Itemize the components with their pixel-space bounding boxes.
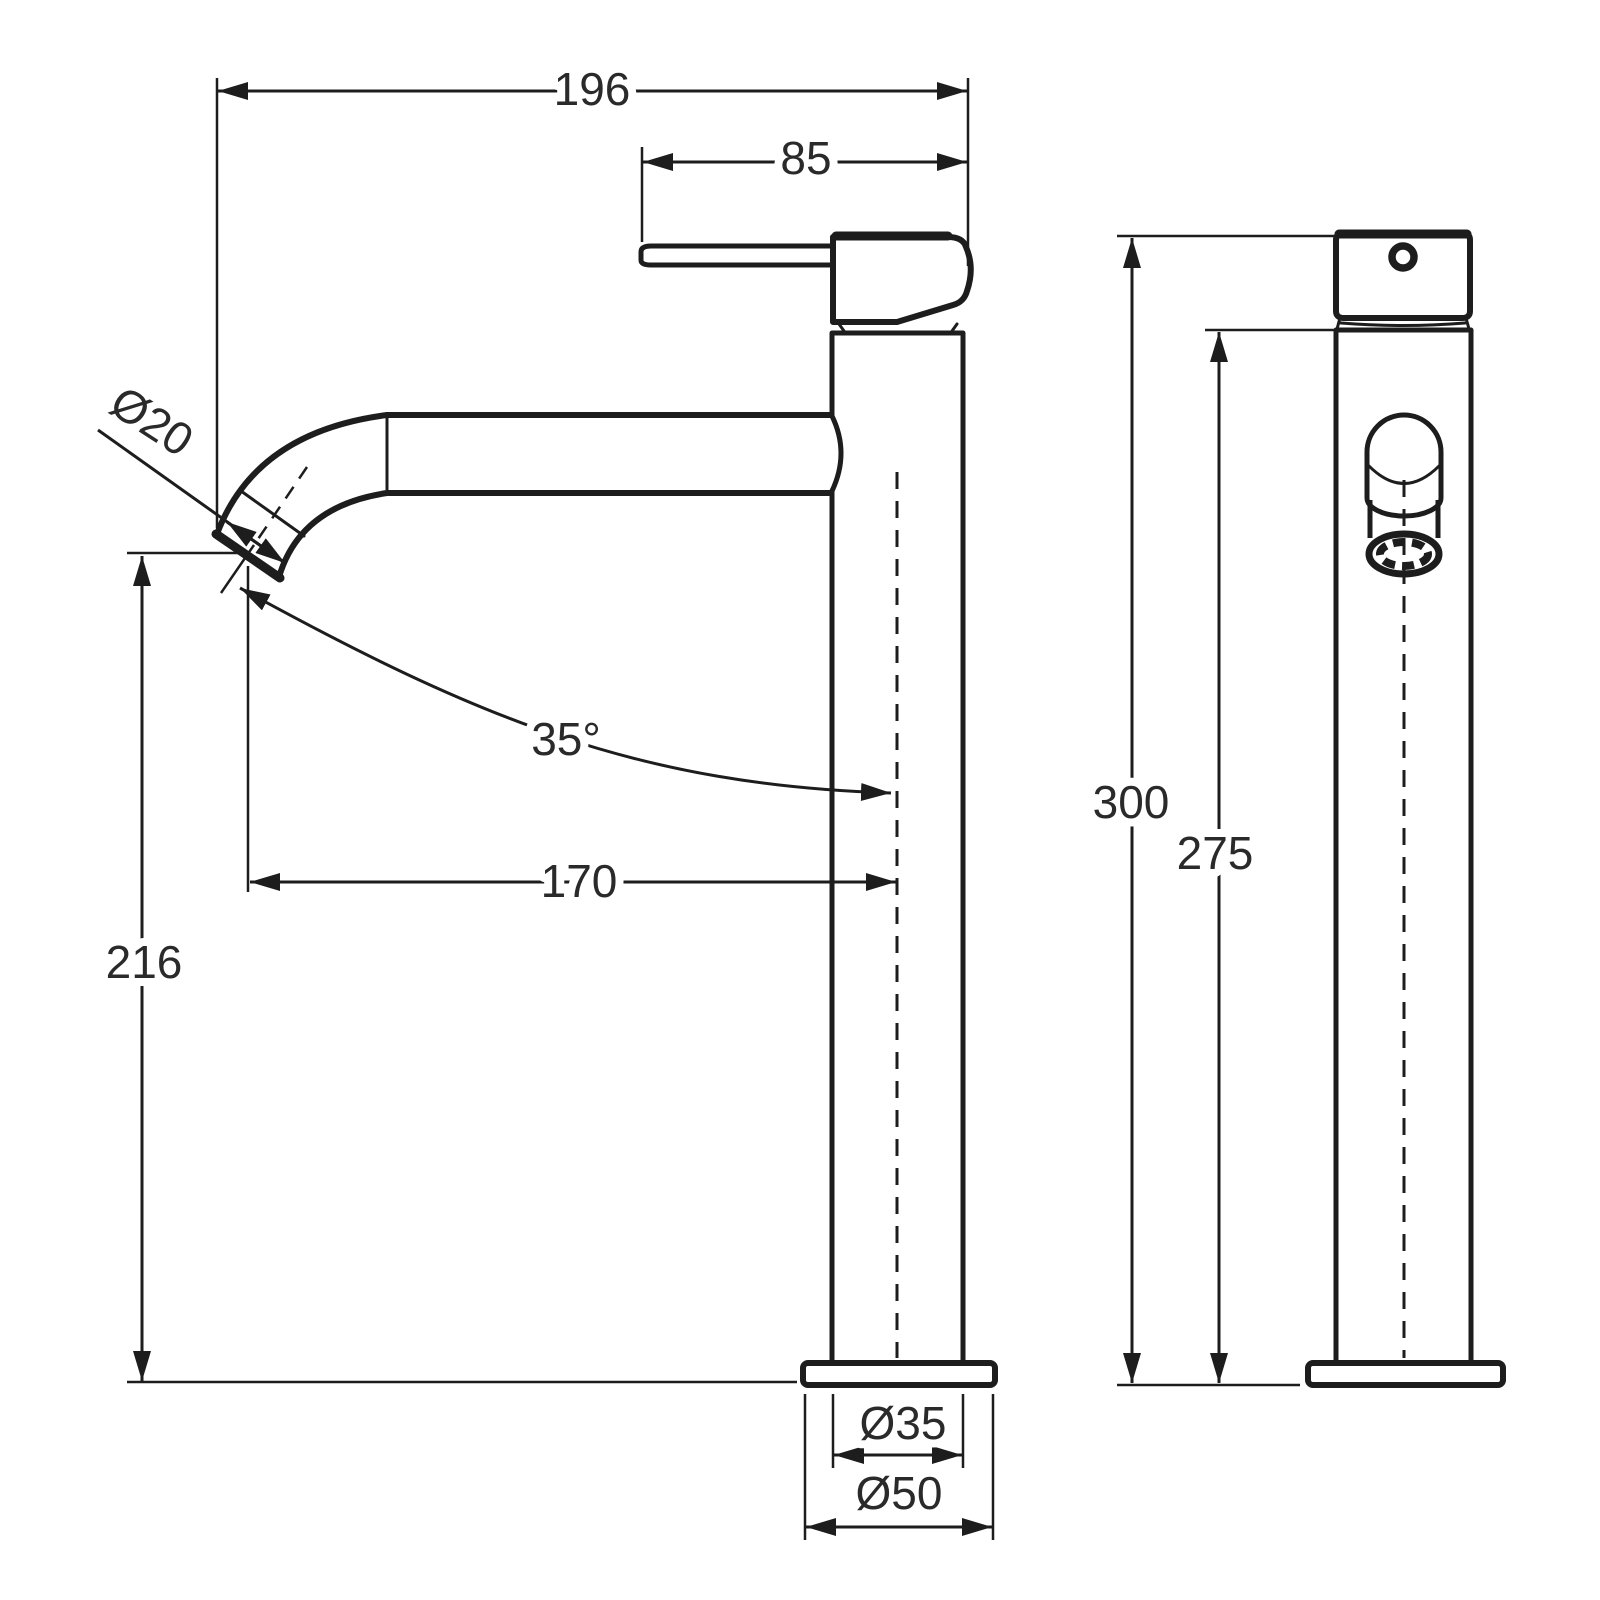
dim-label-outlet-height: 216 bbox=[106, 936, 183, 988]
dimension-labels: 196 85 Ø20 35° 170 216 Ø35 Ø50 300 275 bbox=[93, 55, 1261, 1527]
side-view bbox=[211, 231, 998, 1388]
dim-spout-angle-arc bbox=[239, 586, 892, 802]
spout-bend-outer bbox=[214, 412, 390, 537]
cap-neck-seam bbox=[1335, 316, 1471, 331]
dim-label-total-height: 300 bbox=[1093, 776, 1170, 828]
dim-label-body-diameter: Ø35 bbox=[860, 1397, 947, 1449]
cap-hole bbox=[1388, 242, 1418, 272]
spout-outlet-face bbox=[211, 529, 285, 583]
front-view bbox=[1305, 229, 1506, 1388]
dimension-annotations bbox=[97, 78, 1334, 1540]
dim-label-spout-reach: 170 bbox=[541, 855, 618, 907]
dim-label-base-diameter: Ø50 bbox=[856, 1467, 943, 1519]
dim-label-spout-angle: 35° bbox=[531, 713, 601, 765]
lever-handle bbox=[638, 243, 836, 268]
dim-label-handle-length: 85 bbox=[780, 132, 831, 184]
spout-window bbox=[1364, 412, 1444, 519]
extension-lines-base-diameter bbox=[803, 1394, 995, 1540]
base-flange-side bbox=[800, 1360, 998, 1388]
aerator-body-sides bbox=[1367, 500, 1441, 538]
spout-bend-inner bbox=[276, 490, 390, 580]
dim-label-total-width: 196 bbox=[554, 63, 631, 115]
aerator-seam bbox=[239, 489, 306, 538]
base-flange-front bbox=[1305, 1360, 1506, 1388]
mixer-cartridge-housing bbox=[830, 234, 974, 325]
dim-label-spout-diameter: Ø20 bbox=[101, 376, 202, 467]
dim-spout-diameter-arrow bbox=[226, 520, 286, 565]
neck-seam bbox=[837, 322, 959, 333]
dim-label-upper-body-height: 275 bbox=[1177, 827, 1254, 879]
extension-lines-body-diameter bbox=[831, 1394, 965, 1468]
spout-axis-centerline bbox=[252, 466, 309, 546]
spout bbox=[214, 412, 839, 580]
